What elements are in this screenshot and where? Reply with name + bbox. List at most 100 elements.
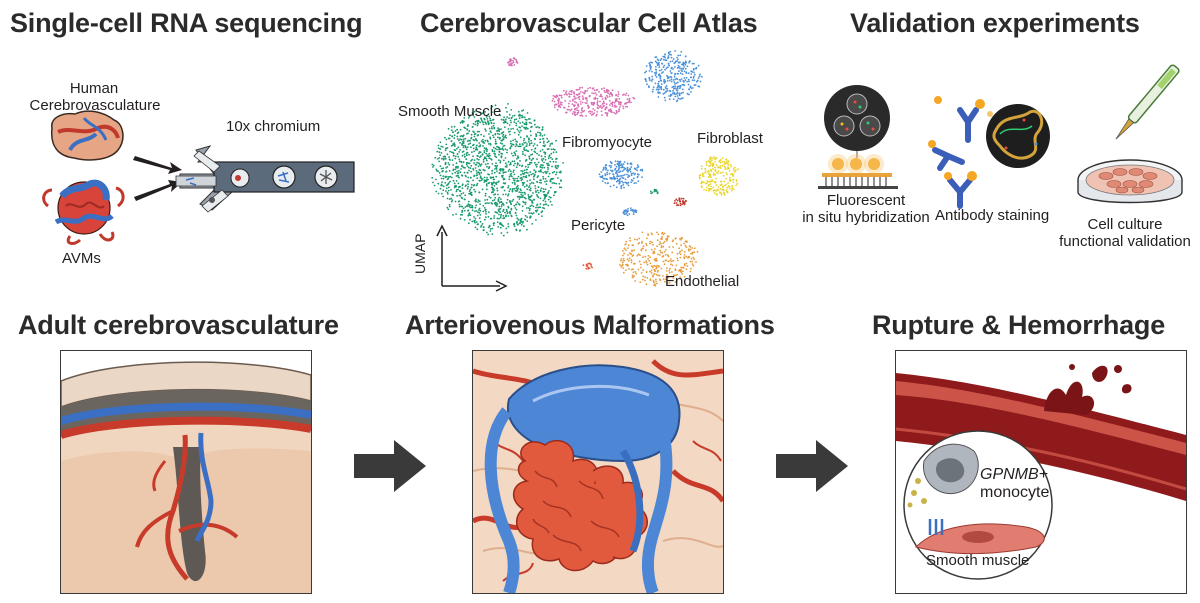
umap-point bbox=[475, 170, 478, 172]
umap-point bbox=[721, 157, 724, 160]
umap-point bbox=[601, 95, 603, 98]
umap-point bbox=[508, 168, 511, 171]
umap-point bbox=[459, 194, 462, 197]
umap-point bbox=[446, 197, 449, 200]
umap-point bbox=[536, 176, 539, 179]
umap-point bbox=[499, 215, 502, 217]
umap-point bbox=[527, 150, 530, 153]
umap-point bbox=[719, 187, 722, 190]
umap-point bbox=[536, 158, 538, 160]
umap-point bbox=[657, 85, 659, 88]
umap-point bbox=[668, 246, 671, 248]
umap-point bbox=[454, 155, 457, 158]
umap-point bbox=[657, 62, 660, 65]
umap-point bbox=[455, 188, 458, 191]
umap-point bbox=[478, 212, 481, 214]
umap-point bbox=[513, 179, 515, 182]
umap-point bbox=[674, 72, 677, 75]
umap-point bbox=[469, 177, 472, 179]
umap-point bbox=[515, 140, 517, 143]
umap-point bbox=[583, 109, 586, 112]
umap-point bbox=[467, 183, 469, 186]
umap-point bbox=[649, 61, 652, 64]
umap-point bbox=[557, 166, 559, 168]
umap-point bbox=[659, 241, 661, 243]
umap-point bbox=[704, 171, 707, 174]
umap-point bbox=[529, 130, 532, 133]
umap-point bbox=[537, 186, 540, 188]
umap-point bbox=[521, 110, 523, 112]
umap-point bbox=[628, 97, 631, 100]
umap-point bbox=[666, 66, 669, 69]
umap-point bbox=[715, 164, 718, 166]
umap-point bbox=[659, 75, 662, 78]
umap-point bbox=[632, 172, 634, 175]
umap-point bbox=[473, 175, 475, 178]
umap-point bbox=[661, 236, 663, 238]
umap-point bbox=[723, 184, 726, 187]
umap-point bbox=[558, 171, 561, 174]
umap-point bbox=[559, 101, 562, 104]
umap-point bbox=[589, 86, 591, 89]
umap-point bbox=[553, 106, 556, 109]
umap-point bbox=[448, 163, 451, 166]
umap-point bbox=[604, 182, 607, 184]
umap-point bbox=[695, 261, 697, 263]
umap-point bbox=[439, 141, 442, 144]
umap-point bbox=[693, 73, 696, 76]
umap-point bbox=[662, 255, 664, 258]
umap-point bbox=[657, 88, 660, 91]
umap-point bbox=[507, 160, 510, 163]
umap-point bbox=[642, 245, 645, 248]
umap-point bbox=[586, 100, 588, 102]
umap-point bbox=[653, 248, 656, 250]
umap-point bbox=[500, 186, 503, 189]
umap-point bbox=[459, 160, 461, 163]
umap-point bbox=[681, 203, 683, 206]
umap-point bbox=[528, 155, 531, 158]
umap-point bbox=[685, 246, 688, 249]
umap-point bbox=[709, 180, 712, 183]
umap-point bbox=[666, 88, 669, 90]
umap-point bbox=[467, 209, 470, 212]
umap-point bbox=[474, 163, 477, 166]
umap-point bbox=[557, 164, 559, 167]
umap-point bbox=[690, 76, 692, 78]
umap-point bbox=[540, 155, 543, 158]
umap-point bbox=[498, 153, 500, 156]
umap-point bbox=[619, 104, 622, 106]
umap-point bbox=[609, 110, 612, 113]
umap-point bbox=[666, 254, 669, 257]
umap-point bbox=[657, 96, 660, 98]
umap-point bbox=[585, 265, 588, 267]
umap-point bbox=[534, 187, 537, 190]
umap-point bbox=[634, 210, 637, 213]
umap-point bbox=[509, 142, 512, 145]
umap-point bbox=[492, 136, 495, 139]
umap-point bbox=[699, 73, 701, 76]
umap-point bbox=[614, 177, 617, 180]
umap-point bbox=[523, 201, 525, 204]
umap-point bbox=[729, 180, 731, 183]
umap-point bbox=[615, 186, 618, 189]
umap-point bbox=[488, 224, 491, 227]
umap-point bbox=[714, 169, 717, 172]
umap-point bbox=[549, 156, 552, 159]
umap-point bbox=[492, 118, 495, 121]
umap-point bbox=[683, 66, 686, 68]
umap-point bbox=[679, 238, 681, 240]
umap-point bbox=[652, 281, 655, 284]
umap-point bbox=[451, 172, 454, 175]
umap-point bbox=[504, 182, 507, 185]
umap-point bbox=[649, 256, 651, 259]
umap-axis-label: UMAP bbox=[412, 233, 428, 274]
umap-point bbox=[690, 91, 692, 93]
umap-point bbox=[726, 160, 728, 163]
umap-point bbox=[648, 62, 651, 65]
umap-point bbox=[710, 170, 713, 173]
umap-point bbox=[610, 102, 612, 104]
umap-point bbox=[616, 173, 619, 176]
umap-point bbox=[502, 119, 505, 121]
umap-point bbox=[442, 167, 444, 170]
umap-point bbox=[444, 175, 447, 178]
